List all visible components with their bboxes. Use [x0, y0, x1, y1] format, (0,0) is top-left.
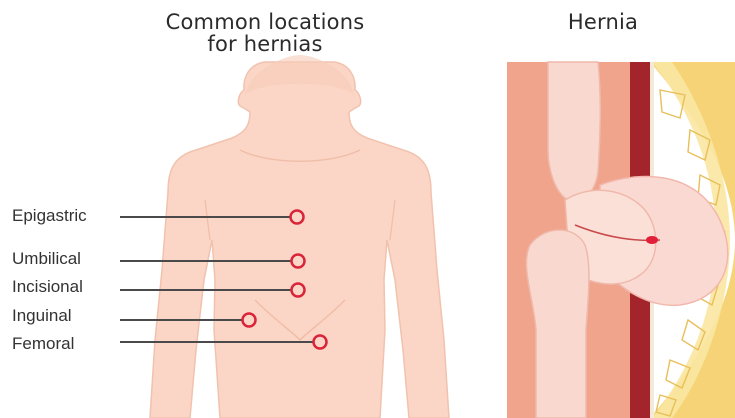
intestine-lesion — [646, 236, 658, 244]
torso — [150, 62, 449, 418]
body-silhouette — [150, 55, 449, 418]
hernia-cross-section — [507, 62, 735, 418]
intestine-lower — [526, 230, 589, 418]
intestine-upper — [548, 62, 600, 200]
